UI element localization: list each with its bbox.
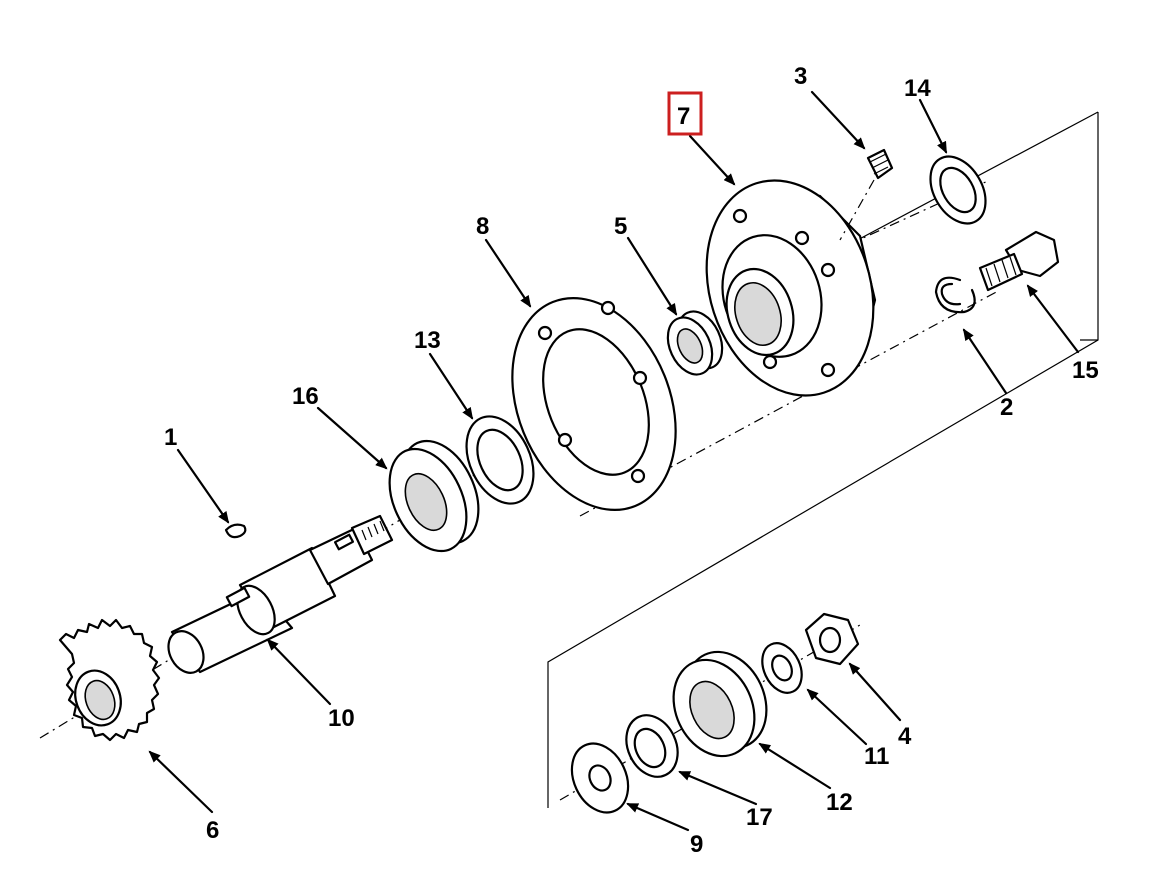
part-bearing-17 <box>625 714 679 778</box>
callout-7: 7 <box>677 103 690 130</box>
callout-16: 16 <box>292 383 319 410</box>
callout-6: 6 <box>206 817 219 844</box>
part-thrust-washer <box>929 155 987 225</box>
part-nut <box>804 612 860 666</box>
part-lock-washer <box>761 642 803 694</box>
callout-5: 5 <box>614 213 627 240</box>
part-housing-hub <box>705 179 877 397</box>
callout-9: 9 <box>690 831 703 858</box>
part-set-screw <box>839 148 894 241</box>
part-washer-13 <box>465 415 535 505</box>
callout-13: 13 <box>414 327 441 354</box>
callout-4: 4 <box>898 723 912 750</box>
callout-15: 15 <box>1072 357 1099 384</box>
part-snap-ring <box>934 276 976 314</box>
part-gear <box>58 618 161 742</box>
part-key <box>224 523 247 539</box>
part-shaft <box>167 514 394 674</box>
callout-14: 14 <box>904 75 931 102</box>
callout-3: 3 <box>794 63 807 90</box>
part-gasket <box>511 297 677 511</box>
part-bearing-large <box>388 439 480 553</box>
callout-11: 11 <box>864 743 889 770</box>
part-bearing-small <box>666 310 724 376</box>
part-seal-12 <box>672 650 768 758</box>
callout-12: 12 <box>826 789 853 816</box>
callout-10: 10 <box>328 705 355 732</box>
callout-17: 17 <box>746 804 773 831</box>
leader-lines <box>148 90 1080 832</box>
part-bolt <box>978 230 1060 292</box>
callout-labels: 1 2 3 4 5 6 7 8 9 10 11 12 13 14 15 16 1… <box>164 63 1099 858</box>
part-flat-washer-9 <box>570 742 630 814</box>
callout-2: 2 <box>1000 394 1013 421</box>
callout-7-highlight <box>667 91 703 136</box>
callout-1: 1 <box>164 424 177 451</box>
callout-8: 8 <box>476 213 489 240</box>
